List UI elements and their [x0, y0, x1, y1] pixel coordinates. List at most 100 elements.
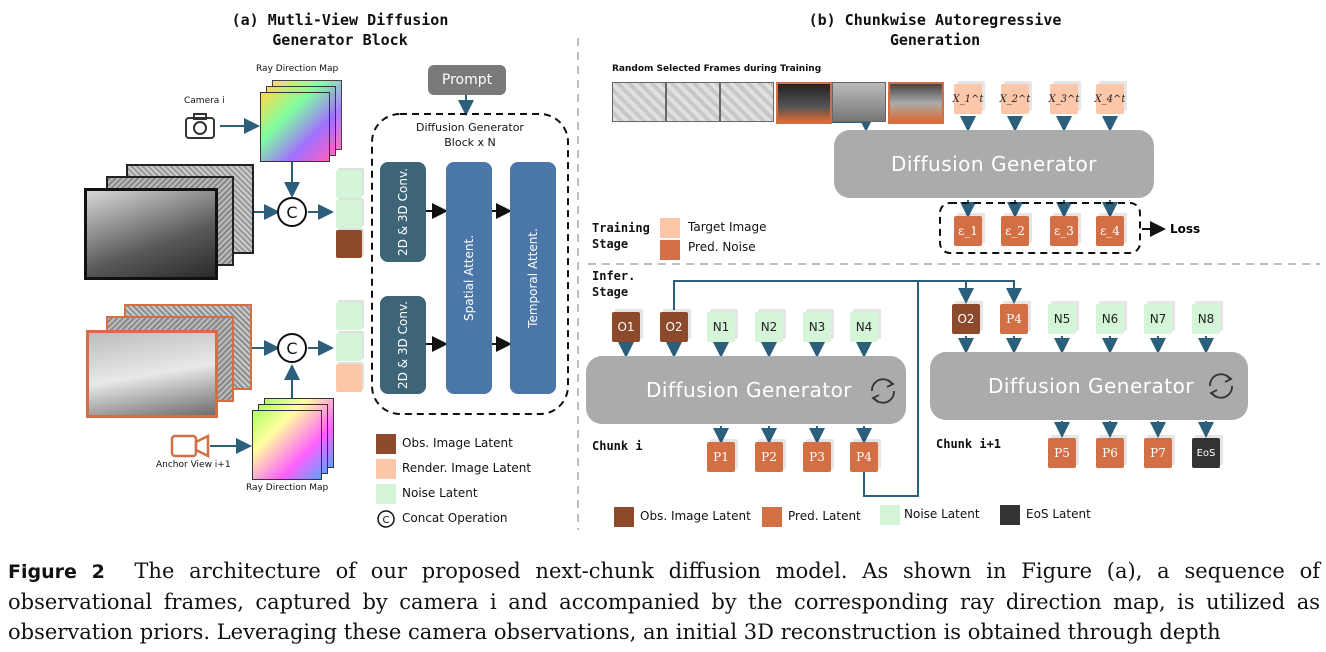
target-x2: X_2^t — [1000, 84, 1030, 114]
loop-icon-chunk-i — [871, 378, 895, 404]
panel-b-title: (b) Chunkwise Autoregressive Generation — [780, 10, 1090, 50]
block-title-line2: Block x N — [444, 136, 496, 149]
legend-b-obs: Obs. Image Latent — [640, 509, 751, 523]
chunk-i1-output-p5: P5 — [1048, 438, 1076, 468]
anchor-view-label: Anchor View i+1 — [156, 460, 231, 470]
legend-b-obs-swatch — [614, 507, 634, 527]
panel-a-title-line2: Generator Block — [272, 31, 408, 49]
diffusion-generator-chunk-i1: Diffusion Generator — [930, 352, 1248, 420]
chunk-i-output-p2: P2 — [755, 442, 783, 472]
frame-thumb-4 — [776, 82, 832, 124]
video-camera-icon — [170, 433, 210, 459]
spatial-attention-block: Spatial Attent. — [446, 162, 492, 394]
target-x4: X_4^t — [1095, 84, 1125, 114]
chunk-i-input-n1: N1 — [707, 312, 735, 342]
chunk-i-input-n4: N4 — [850, 312, 878, 342]
temporal-label: Temporal Attent. — [526, 228, 540, 328]
panel-b-title-line1: (b) Chunkwise Autoregressive — [808, 11, 1062, 29]
legend-a-concat: Concat Operation — [402, 511, 508, 525]
frame-thumb-3 — [720, 82, 774, 122]
target-x1: X_1^t — [953, 84, 983, 114]
observed-frame-kitchen — [84, 188, 218, 280]
chunk-i-output-p1: P1 — [707, 442, 735, 472]
panel-b-title-line2: Generation — [889, 31, 981, 49]
spatial-label: Spatial Attent. — [462, 234, 477, 322]
conv-block-top: 2D & 3D Conv. — [380, 162, 426, 262]
chunk-i1-input-o2: O2 — [952, 304, 980, 334]
render-latent-b — [336, 364, 362, 392]
chunk-i1-output-p6: P6 — [1096, 438, 1124, 468]
noise-latent-b1 — [336, 302, 362, 330]
legend-b-pred: Pred. Latent — [788, 509, 861, 523]
ray-map-bottom-label: Ray Direction Map — [246, 483, 329, 493]
legend-pred-noise-swatch — [660, 240, 680, 260]
conv-block-bottom: 2D & 3D Conv. — [380, 296, 426, 394]
chunk-i-input-n2: N2 — [755, 312, 783, 342]
pred-noise-3: ε_3 — [1050, 216, 1078, 246]
chunk-i1-input-n7: N7 — [1144, 304, 1172, 334]
frames-label: Random Selected Frames during Training — [612, 64, 822, 74]
chunk-i1-label: Chunk i+1 — [936, 437, 1002, 451]
generator-label-chunk-i1: Diffusion Generator — [988, 374, 1195, 398]
ray-map-top-label: Ray Direction Map — [256, 64, 339, 74]
pred-noise-2: ε_2 — [1001, 216, 1029, 246]
temporal-attention-block: Temporal Attent. — [510, 162, 556, 394]
training-stage-line2: Stage — [592, 237, 629, 251]
loss-label: Loss — [1170, 222, 1201, 236]
chunk-i1-output-p7: P7 — [1144, 438, 1172, 468]
chunk-i1-input-n6: N6 — [1096, 304, 1124, 334]
legend-a-render: Render. Image Latent — [402, 461, 532, 475]
chunk-i-input-o1: O1 — [612, 312, 640, 342]
loop-icon-chunk-i1 — [1209, 373, 1233, 399]
pred-noise-1: ε_1 — [954, 216, 982, 246]
legend-pred-noise: Pred. Noise — [688, 240, 756, 254]
noise-latent-a1 — [336, 170, 362, 198]
chunk-i1-output-eos: EoS — [1192, 438, 1220, 468]
legend-b-noise-swatch — [880, 505, 900, 525]
concat-icon-top: C — [277, 197, 307, 227]
prompt-box: Prompt — [428, 65, 506, 95]
generator-label-chunk-i: Diffusion Generator — [646, 378, 853, 402]
training-stage-label: Training Stage — [592, 220, 650, 252]
chunk-i1-input-n5: N5 — [1048, 304, 1076, 334]
infer-stage-label: Infer. Stage — [592, 268, 635, 300]
legend-a-obs: Obs. Image Latent — [402, 436, 513, 450]
legend-a-obs-swatch — [376, 434, 396, 454]
frame-thumb-5 — [832, 82, 886, 122]
legend-b-eos-swatch — [1000, 505, 1020, 525]
caption-text: The architecture of our proposed next-ch… — [8, 559, 1320, 644]
legend-a-noise-swatch — [376, 484, 396, 504]
svg-text:C: C — [286, 203, 297, 222]
chunk-i-output-p4: P4 — [850, 442, 878, 472]
legend-target: Target Image — [688, 220, 767, 234]
chunk-i1-input-p4: P4 — [1000, 304, 1028, 334]
legend-b-pred-swatch — [762, 507, 782, 527]
legend-a-render-swatch — [376, 459, 396, 479]
chunk-i-label: Chunk i — [592, 439, 643, 453]
pred-noise-4: ε_4 — [1096, 216, 1124, 246]
chunk-i-output-p3: P3 — [803, 442, 831, 472]
legend-target-swatch — [660, 218, 680, 238]
caption-label: Figure 2 — [8, 561, 105, 583]
diffusion-generator-training: Diffusion Generator — [834, 130, 1154, 198]
frame-thumb-2 — [666, 82, 720, 122]
target-x3: X_3^t — [1049, 84, 1079, 114]
ray-direction-map-top — [260, 92, 330, 162]
svg-text:C: C — [383, 515, 390, 526]
infer-stage-line1: Infer. — [592, 269, 636, 283]
figure-caption: Figure 2 The architecture of our propose… — [8, 556, 1320, 647]
connector-lines — [210, 38, 1320, 530]
infer-stage-line2: Stage — [592, 285, 629, 299]
conv-label-bottom: 2D & 3D Conv. — [396, 301, 410, 389]
rendered-frame-counter — [86, 330, 218, 418]
frame-thumb-6 — [888, 82, 944, 124]
chunk-i1-input-n8: N8 — [1192, 304, 1220, 334]
panel-a-title: (a) Mutli-View Diffusion Generator Block — [200, 10, 480, 50]
legend-b-noise: Noise Latent — [904, 507, 980, 521]
diffusion-generator-chunk-i: Diffusion Generator — [586, 356, 906, 424]
chunk-i-input-o2: O2 — [660, 312, 688, 342]
camera-icon — [185, 113, 215, 139]
block-title-line1: Diffusion Generator — [416, 121, 524, 134]
noise-latent-a2 — [336, 200, 362, 228]
legend-concat-icon: C — [377, 510, 395, 528]
